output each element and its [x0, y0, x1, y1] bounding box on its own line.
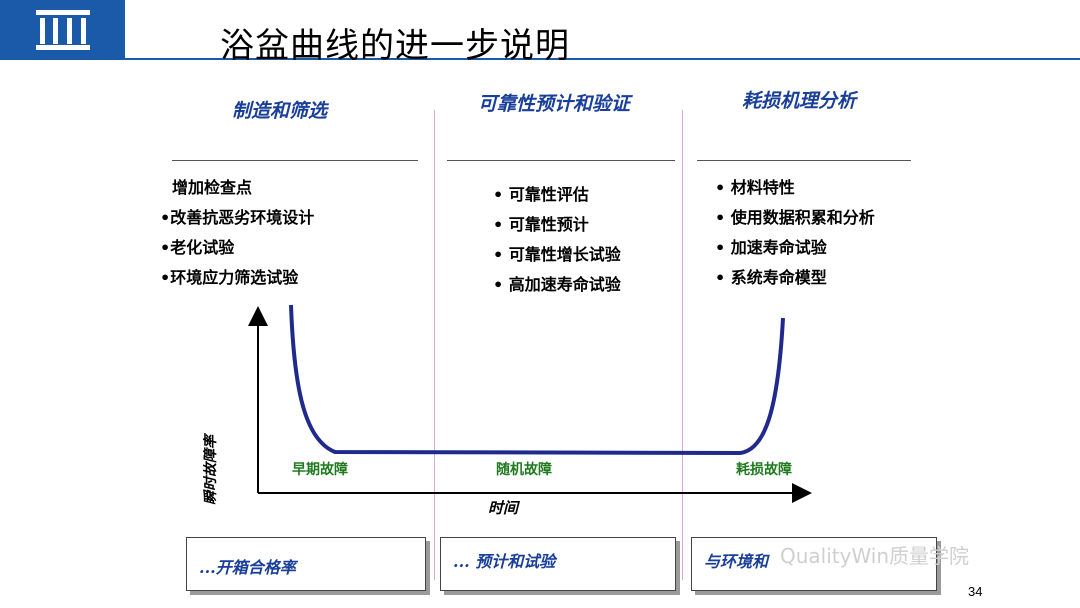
- summary-box-text: ... 预计和试验: [453, 552, 556, 571]
- list-item: • 材料特性: [715, 178, 795, 197]
- summary-box-prediction: ... 预计和试验: [440, 537, 676, 591]
- column-heading-reliability: 可靠性预计和验证: [478, 93, 631, 115]
- list-item: • 加速寿命试验: [715, 238, 827, 257]
- section-divider: [682, 110, 683, 580]
- list-item: • 可靠性评估: [493, 185, 589, 204]
- list-item: 增加检查点: [172, 178, 253, 197]
- slide-title: 浴盆曲线的进一步说明: [220, 26, 570, 66]
- list-item: • 可靠性预计: [493, 215, 589, 234]
- section-divider: [434, 110, 435, 580]
- list-item: •老化试验: [160, 238, 235, 257]
- summary-box-yield: ...开箱合格率: [186, 537, 426, 591]
- list-item: •环境应力筛选试验: [160, 268, 299, 287]
- bathtub-curve: [289, 304, 785, 456]
- column-heading-wearout: 耗损机理分析: [742, 90, 857, 112]
- list-item: • 使用数据积累和分析: [715, 208, 875, 227]
- phase-label-early: 早期故障: [292, 462, 348, 478]
- column-heading-manufacturing: 制造和筛选: [232, 100, 328, 122]
- summary-box-text: ...开箱合格率: [199, 558, 296, 577]
- column-rule: [172, 160, 418, 161]
- phase-label-random: 随机故障: [496, 462, 552, 478]
- watermark: QualityWin质量学院: [780, 544, 970, 568]
- summary-box-text: 与环境和: [704, 552, 769, 571]
- list-item: •改善抗恶劣环境设计: [160, 208, 315, 227]
- column-rule: [697, 160, 911, 161]
- list-item: • 系统寿命模型: [715, 268, 827, 287]
- header-rule: [125, 58, 1080, 60]
- page-number: 34: [968, 584, 983, 599]
- logo-block: [0, 0, 125, 60]
- column-rule: [447, 160, 675, 161]
- phase-label-wearout: 耗损故障: [736, 462, 792, 478]
- summary-box-environment: 与环境和: [691, 537, 937, 591]
- list-item: • 可靠性增长试验: [493, 245, 621, 264]
- list-item: • 高加速寿命试验: [493, 275, 621, 294]
- building-columns-logo-icon: [36, 10, 90, 50]
- x-axis-label: 时间: [488, 499, 519, 517]
- y-axis-label: 瞬时故障率: [203, 435, 219, 505]
